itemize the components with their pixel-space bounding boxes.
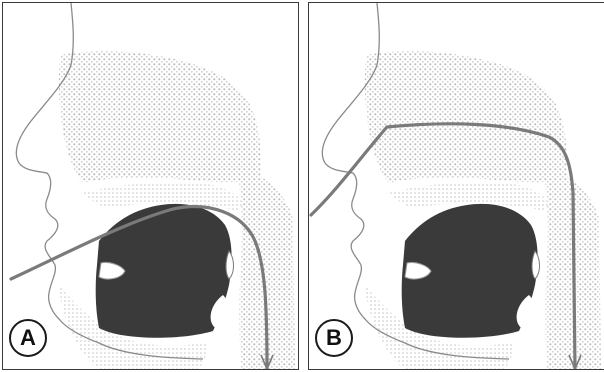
panel-label-a: A	[9, 319, 47, 357]
panel-a: A	[2, 2, 299, 370]
head-cross-section-a	[3, 3, 298, 369]
panel-label-b: B	[315, 319, 353, 357]
head-cross-section-b	[309, 3, 604, 369]
nasal-cavity	[365, 51, 567, 183]
uvula	[226, 251, 234, 279]
nasal-cavity	[59, 51, 261, 183]
panel-b: B	[308, 2, 604, 370]
uvula	[532, 251, 540, 279]
